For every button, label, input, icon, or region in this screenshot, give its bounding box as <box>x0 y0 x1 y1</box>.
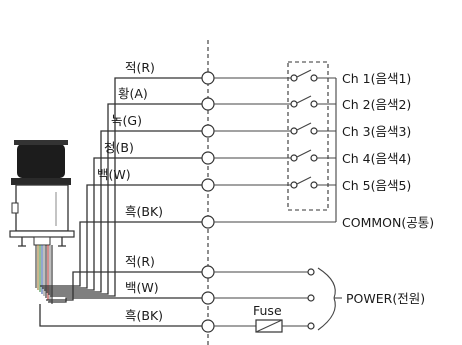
channel-2-label: Ch 2(음색2) <box>342 97 411 112</box>
channel-switches <box>214 69 336 189</box>
channel-4-switch <box>214 149 336 162</box>
channel-5-switch <box>214 176 336 189</box>
channel-3-switch <box>214 122 336 135</box>
channel-1-switch <box>214 69 336 82</box>
wire-label-amber: 황(A) <box>118 86 148 101</box>
channel-4-label: Ch 4(음색4) <box>342 151 411 166</box>
wire-label-black: 흑(BK) <box>125 204 163 219</box>
signal-tower <box>9 140 75 247</box>
wire-label-white: 백(W) <box>97 167 131 182</box>
switch-box <box>287 61 329 211</box>
wire-label-green: 녹(G) <box>111 113 142 128</box>
channel-labels: Ch 1(음색1) Ch 2(음색2) Ch 3(음색3) Ch 4(음색4) … <box>253 71 434 318</box>
channel-1-label: Ch 1(음색1) <box>342 71 411 86</box>
power-label-black: 흑(BK) <box>125 308 163 323</box>
terminals <box>201 71 215 333</box>
power-brace <box>317 267 336 331</box>
common-label: COMMON(공통) <box>342 215 434 230</box>
channel-2-switch <box>214 95 336 108</box>
wire-label-red: 적(R) <box>125 60 155 75</box>
channel-3-label: Ch 3(음색3) <box>342 124 411 139</box>
power-label-red: 적(R) <box>125 254 155 269</box>
cable-bundle <box>35 245 53 304</box>
signal-wires <box>39 77 210 327</box>
power-label-white: 백(W) <box>125 280 159 295</box>
wire-label-blue: 청(B) <box>104 140 134 155</box>
channel-5-label: Ch 5(음색5) <box>342 178 411 193</box>
power-label: POWER(전원) <box>346 291 425 306</box>
fuse-label: Fuse <box>253 303 282 318</box>
common-bus <box>214 78 337 223</box>
wire-labels: 적(R) 황(A) 녹(G) 청(B) 백(W) 흑(BK) 적(R) 백(W)… <box>97 60 163 323</box>
power-circuit <box>214 267 342 333</box>
